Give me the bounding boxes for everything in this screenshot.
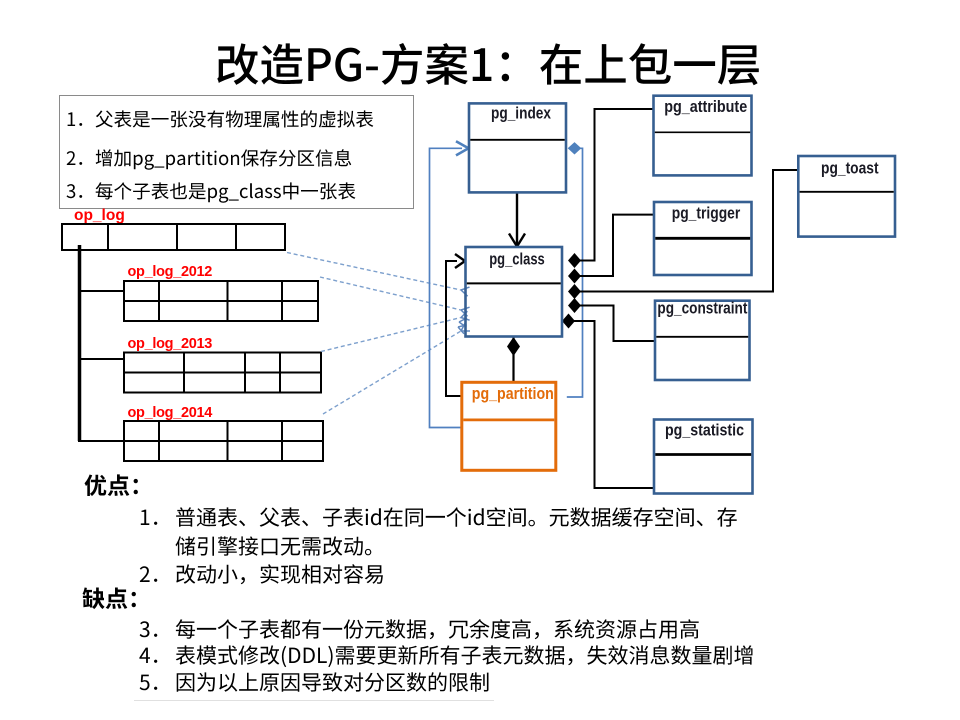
svg-text:pg_index: pg_index: [491, 105, 552, 123]
svg-text:op_log: op_log: [74, 207, 125, 224]
svg-text:op_log_2012: op_log_2012: [128, 264, 213, 280]
svg-text:pg_toast: pg_toast: [821, 160, 879, 178]
svg-text:pg_statistic: pg_statistic: [665, 422, 744, 440]
svg-text:pg_class: pg_class: [489, 250, 545, 268]
svg-text:pg_trigger: pg_trigger: [672, 205, 741, 223]
svg-text:op_log_2013: op_log_2013: [128, 336, 213, 352]
svg-text:pg_constraint: pg_constraint: [657, 300, 747, 318]
svg-text:pg_partition: pg_partition: [472, 385, 554, 403]
svg-text:op_log_2014: op_log_2014: [128, 405, 213, 421]
svg-text:pg_attribute: pg_attribute: [664, 98, 747, 116]
